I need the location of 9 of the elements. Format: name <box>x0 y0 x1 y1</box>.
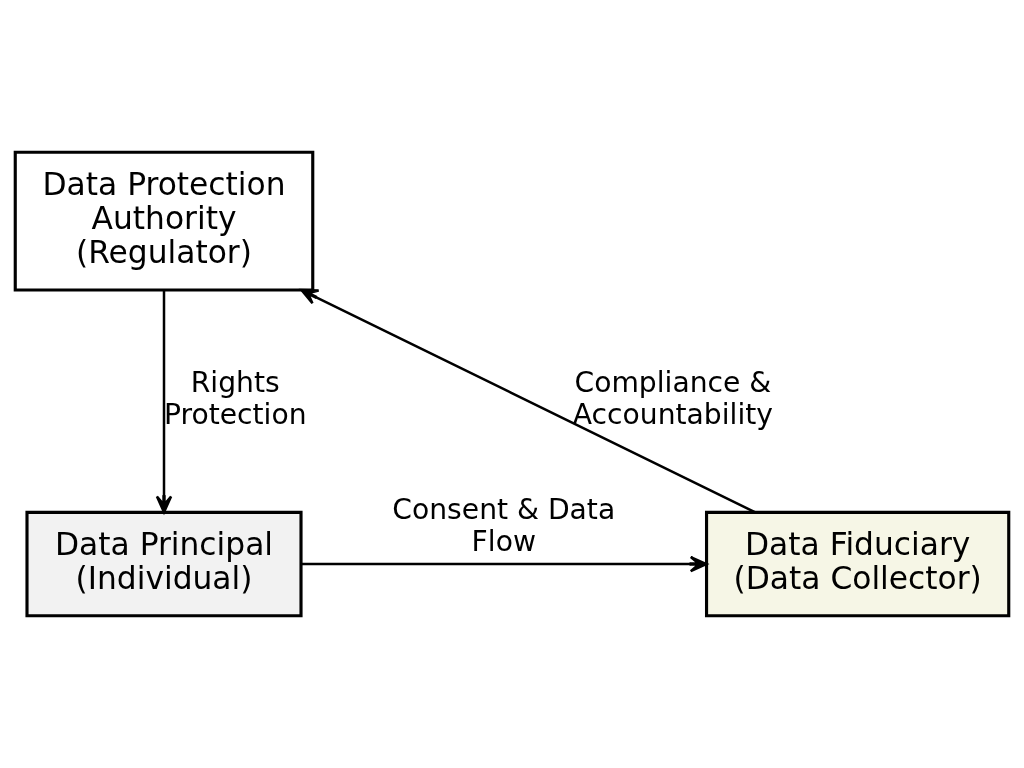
edge-label: Compliance & Accountability <box>572 366 773 431</box>
arrow <box>301 555 708 573</box>
node-box: Data Protection Authority (Regulator) <box>13 150 315 292</box>
edge-label: Rights Protection <box>163 366 307 431</box>
arrow <box>300 288 756 514</box>
node-box: Data Principal (Individual) <box>25 510 303 618</box>
edge-label: Consent & Data Flow <box>392 493 616 558</box>
arrow <box>155 290 173 514</box>
node-box: Data Fiduciary (Data Collector) <box>705 510 1011 618</box>
